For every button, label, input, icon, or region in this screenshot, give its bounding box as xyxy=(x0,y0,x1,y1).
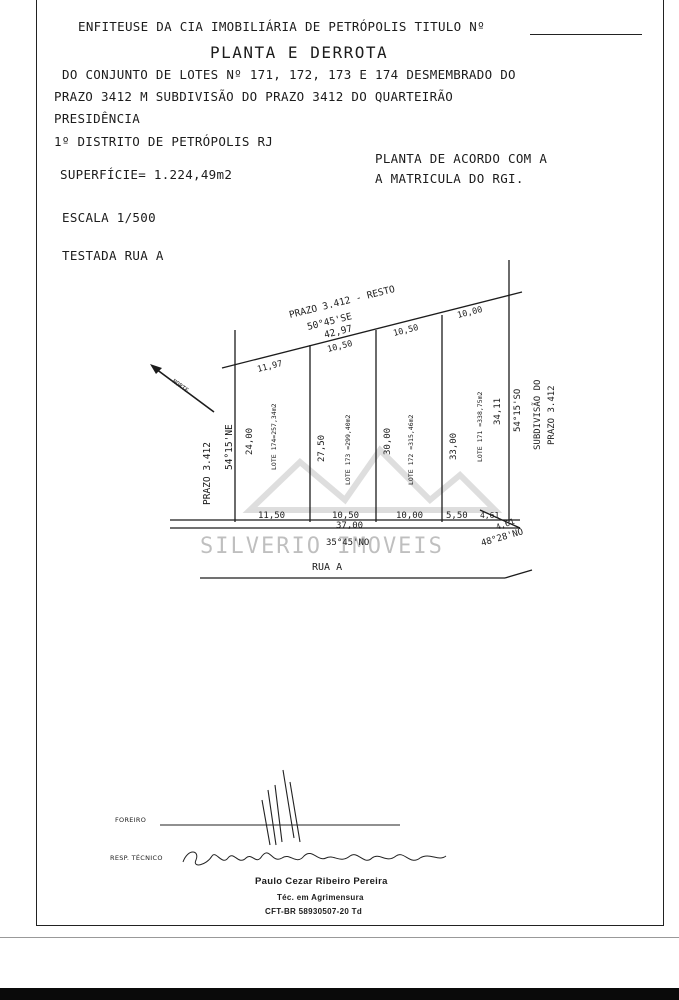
note-line-1: PLANTA DE ACORDO COM A xyxy=(375,151,548,166)
left-prazo-label: PRAZO 3.412 xyxy=(202,442,213,505)
height-173: 27,50 xyxy=(317,435,327,462)
testada-label: TESTADA RUA A xyxy=(62,248,164,263)
responsible-role: Téc. em Agrimensura xyxy=(277,893,364,902)
scale-label: ESCALA 1/500 xyxy=(62,210,156,225)
top-dim-173: 10,50 xyxy=(326,339,353,355)
right-prazo-label: PRAZO 3.412 xyxy=(547,385,557,445)
right-bearing: 54°15'SO xyxy=(513,389,523,432)
document-title: PLANTA E DERROTA xyxy=(210,43,389,62)
height-right: 34,11 xyxy=(493,398,503,425)
top-boundary xyxy=(221,291,523,369)
north-arrow: NORTE xyxy=(150,364,215,413)
note-line-2: A MATRICULA DO RGI. xyxy=(375,171,524,186)
bottom-dim-173: 10,50 xyxy=(332,511,359,521)
titulo-underline xyxy=(530,34,642,35)
right-subdivisao-label: SUBDIVISÃO DO xyxy=(532,380,543,450)
header-enfiteuse: ENFITEUSE DA CIA IMOBILIÁRIA DE PETRÓPOL… xyxy=(78,19,485,34)
responsible-name: Paulo Cezar Ribeiro Pereira xyxy=(255,876,388,887)
bottom-divider xyxy=(0,937,679,938)
bottom-bearing: 35°45'NO xyxy=(326,538,369,548)
lot-lines xyxy=(170,260,533,579)
bottom-dim-171a: 5,50 xyxy=(446,511,468,521)
bottom-total-dim: 37,00 xyxy=(336,521,363,531)
watermark-text: SILVERIO IMOVEIS xyxy=(200,534,444,559)
resp-tecnico-label: RESP. TÉCNICO xyxy=(110,854,163,862)
lot-171-area: LOTE 171 =338,75m2 xyxy=(476,391,484,462)
handwritten-signature xyxy=(182,851,447,866)
top-dim-172: 10,50 xyxy=(392,323,419,339)
lot-173-area: LOTE 173 =299,40m2 xyxy=(344,414,352,485)
street-edge-curve xyxy=(504,569,533,579)
signature-mark xyxy=(261,769,301,846)
corner-bearing: 48°28'NO xyxy=(480,527,524,549)
description-line-2: PRAZO 3412 M SUBDIVISÃO DO PRAZO 3412 DO… xyxy=(54,89,454,104)
lot-172-area: LOTE 172 =315,46m2 xyxy=(407,414,415,485)
height-171: 33,00 xyxy=(449,433,459,460)
north-label: NORTE xyxy=(171,378,190,395)
corner-chamfer xyxy=(479,509,521,529)
bottom-dim-171b: 4,61 xyxy=(480,511,499,520)
height-172: 30,00 xyxy=(383,428,393,455)
street-label: RUA A xyxy=(312,562,342,573)
document-sheet xyxy=(36,0,664,926)
top-dim-174: 11,97 xyxy=(256,359,283,375)
surface-label: SUPERFÍCIE= 1.224,49m2 xyxy=(60,167,233,182)
district-label: 1º DISTRITO DE PETRÓPOLIS RJ xyxy=(54,134,274,149)
description-line-3: PRESIDÊNCIA xyxy=(54,111,141,126)
foreiro-label: FOREIRO xyxy=(115,816,147,824)
height-174: 24,00 xyxy=(245,428,255,455)
bottom-black-band xyxy=(0,988,679,1000)
lot-174-area: LOTE 174=257,34m2 xyxy=(270,403,278,470)
description-line-1: DO CONJUNTO DE LOTES Nº 171, 172, 173 E … xyxy=(62,67,516,82)
left-bearing: 54°15'NE xyxy=(224,424,235,470)
watermark: SILVERIO IMOVEIS xyxy=(200,445,503,559)
bottom-dim-174: 11,50 xyxy=(258,511,285,521)
responsible-registration: CFT-BR 58930507-20 Td xyxy=(265,907,363,916)
bottom-dim-172: 10,00 xyxy=(396,511,423,521)
